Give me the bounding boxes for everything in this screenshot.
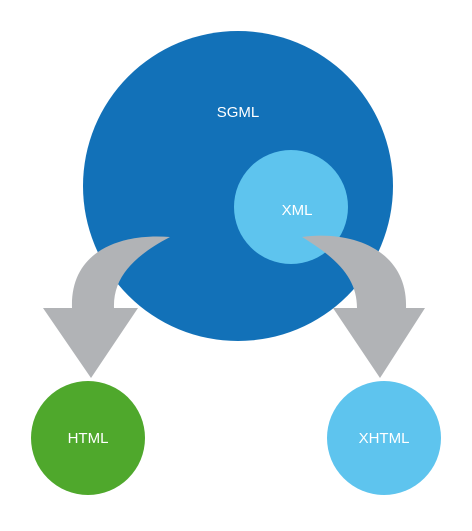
html-label: HTML bbox=[68, 430, 109, 447]
html-circle bbox=[31, 381, 145, 495]
sgml-label: SGML bbox=[217, 104, 260, 121]
xhtml-circle bbox=[327, 381, 441, 495]
sgml-circle bbox=[83, 31, 393, 341]
xhtml-label: XHTML bbox=[359, 430, 410, 447]
arrow-xml-to-xhtml bbox=[302, 235, 425, 378]
arrow-sgml-to-html bbox=[43, 236, 170, 378]
xml-label: XML bbox=[282, 202, 313, 219]
xml-circle bbox=[234, 150, 348, 264]
